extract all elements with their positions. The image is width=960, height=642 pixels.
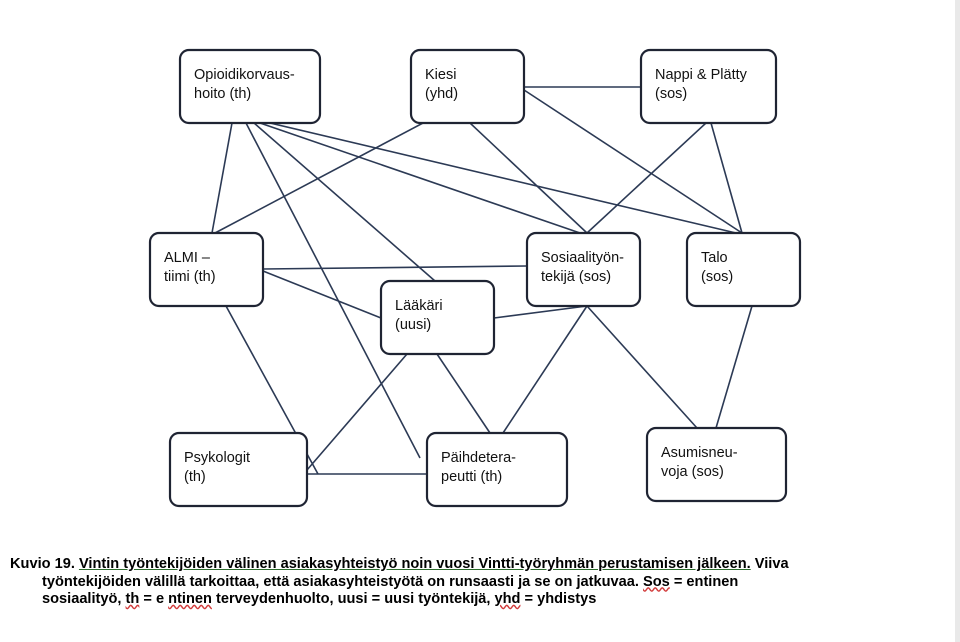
edge-nappi-talo [710, 122, 743, 234]
node-box [409, 48, 526, 125]
edge-kiesi-sosiaali [469, 122, 588, 234]
edge-laakari-psykologit [306, 353, 408, 471]
node-label-line: Talo [701, 250, 728, 266]
node-nappi: Nappi & Plätty (sos) [639, 48, 778, 125]
caption-line-1: Kuvio 19. Vintin työntekijöiden välinen … [10, 556, 950, 574]
edge-kiesi-almi [214, 122, 424, 234]
right-edge-strip [955, 0, 960, 642]
node-talo: Talo (sos) [685, 231, 802, 308]
caption-line-2: työntekijöiden välillä tarkoittaa, että … [10, 574, 950, 592]
node-sosiaali: Sosiaalityön-tekijä (sos) [525, 231, 642, 308]
edge-talo-asumis [715, 305, 753, 429]
network-diagram: Opioidikorvaus-hoito (th) Kiesi (yhd) Nappi… [148, 48, 802, 508]
edge-opioidi-sosiaali [259, 122, 581, 234]
node-label-line: (yhd) [425, 86, 458, 102]
node-box [148, 231, 265, 308]
node-label-line: (sos) [701, 269, 733, 285]
node-paihde: Päihdetera-peutti (th) [425, 431, 569, 508]
node-label-line: Nappi & Plätty [655, 67, 748, 83]
node-label-line: (sos) [655, 86, 687, 102]
figure-caption: Kuvio 19. Vintin työntekijöiden välinen … [10, 556, 950, 609]
node-box [639, 48, 778, 125]
node-label-line: (th) [184, 469, 206, 485]
caption-text: = entinen [669, 573, 739, 590]
node-laakari: Lääkäri (uusi) [379, 279, 496, 356]
edge-sosiaali-paihde [502, 305, 588, 434]
node-almi: ALMI – tiimi (th) [148, 231, 265, 308]
edge-opioidi-laakari [253, 122, 436, 282]
edge-kiesi-talo [520, 87, 743, 234]
node-label-line: ALMI – [164, 250, 211, 266]
edge-sosiaali-asumis [586, 305, 698, 429]
node-box [425, 431, 569, 508]
nodes-layer: Opioidikorvaus-hoito (th) Kiesi (yhd) Nappi… [148, 48, 802, 508]
caption-text: = e [139, 591, 169, 607]
caption-line-3: sosiaalityö, th = e ntinen terveydenhuol… [10, 591, 950, 609]
edge-opioidi-talo [269, 122, 737, 234]
caption-text: sosiaalityö, [42, 591, 126, 607]
node-label-line: (uusi) [395, 317, 431, 333]
edge-laakari-paihde [436, 353, 491, 434]
node-label-line: voja (sos) [661, 464, 724, 480]
node-label-line: Sosiaalityön- [541, 250, 624, 266]
node-box [168, 431, 309, 508]
node-label-line: tiimi (th) [164, 269, 216, 285]
caption-spellcheck-word: Sos [643, 573, 670, 590]
caption-underlined-title: Vintin työntekijöiden välinen asiakasyht… [78, 556, 751, 572]
caption-text: työntekijöiden välillä tarkoittaa, että … [42, 573, 644, 590]
node-label-line: tekijä (sos) [541, 269, 611, 285]
node-box [178, 48, 322, 125]
node-label-line: Kiesi [425, 67, 456, 83]
node-label-line: Lääkäri [395, 298, 443, 314]
edge-laakari-sosiaali [493, 305, 588, 319]
node-kiesi: Kiesi (yhd) [409, 48, 526, 125]
edge-opioidi-almi [211, 122, 233, 234]
caption-spellcheck-word: ntinen [168, 591, 212, 607]
node-label-line: peutti (th) [441, 469, 502, 485]
node-box [685, 231, 802, 308]
node-box [645, 426, 788, 503]
node-label-line: Asumisneu- [661, 445, 738, 461]
node-box [379, 279, 496, 356]
node-label-line: Päihdetera- [441, 450, 516, 466]
node-psykologit: Psykologit (th) [168, 431, 309, 508]
caption-text: = yhdistys [520, 591, 597, 607]
edge-almi-sosiaali [262, 265, 528, 270]
caption-spellcheck-word: yhd [494, 591, 521, 607]
node-asumis: Asumisneu-voja (sos) [645, 426, 788, 503]
node-label-line: hoito (th) [194, 86, 251, 102]
caption-text: Viiva [750, 556, 789, 572]
node-opioidi: Opioidikorvaus-hoito (th) [178, 48, 322, 125]
caption-figure-label: Kuvio 19. [10, 556, 79, 572]
node-label-line: Opioidikorvaus- [194, 67, 295, 83]
node-box [525, 231, 642, 308]
edge-opioidi-paihde [245, 122, 421, 459]
caption-spellcheck-word: th [125, 591, 140, 607]
caption-text: terveydenhuolto, uusi = uusi työntekijä, [211, 591, 495, 607]
edge-nappi-sosiaali [586, 122, 707, 234]
node-label-line: Psykologit [184, 450, 250, 466]
edge-almi-laakari [262, 270, 382, 319]
